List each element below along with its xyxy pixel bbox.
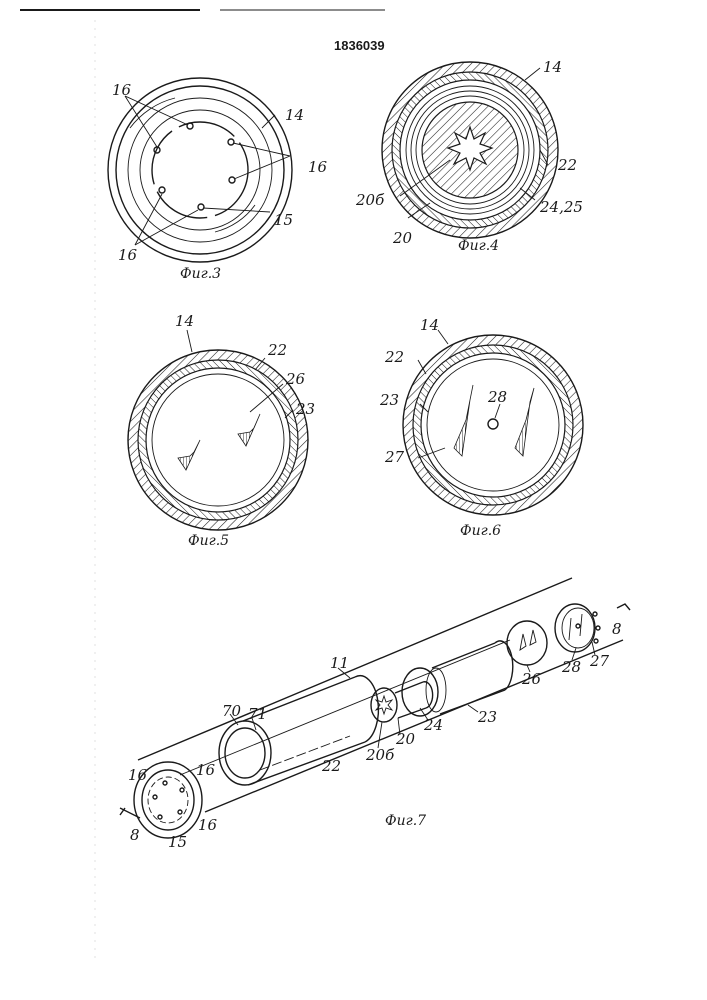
fig7-label-23: 23	[477, 708, 497, 726]
fig3-label-14: 14	[285, 106, 304, 124]
fig4-caption: Фиг.4	[458, 238, 499, 254]
figure-5: 14 22 26 23 Фиг.5	[128, 312, 315, 549]
fig7-label-15: 15	[168, 833, 187, 851]
fig3-label-16-bottom: 16	[118, 246, 138, 264]
fig6-caption: Фиг.6	[460, 523, 501, 539]
fig4-label-24-25: 24,25	[539, 198, 583, 216]
fig7-label-11: 11	[330, 654, 349, 672]
fig4-label-20b: 20б	[355, 191, 385, 209]
fig7-label-71: 71	[248, 705, 267, 723]
figure-3: 16 14 16 15 16 Фиг.3	[108, 78, 328, 282]
figure-4: 14 22 20б 24,25 20 Фиг.4	[355, 58, 583, 254]
fig6-label-22: 22	[384, 348, 404, 366]
fig5-label-22: 22	[267, 341, 287, 359]
fig4-label-14: 14	[543, 58, 562, 76]
figure-6: 14 22 23 28 27 Фиг.6	[379, 316, 583, 539]
fig7-label-22: 22	[321, 757, 341, 775]
fig7-label-20b: 20б	[365, 746, 395, 764]
fig7-label-27: 27	[589, 652, 610, 670]
fig7-label-16-c: 16	[198, 816, 218, 834]
star-icon	[448, 127, 492, 170]
fig7-caption: Фиг.7	[385, 813, 426, 829]
fig4-label-22: 22	[557, 156, 577, 174]
fig6-label-23: 23	[379, 391, 399, 409]
fig6-label-14: 14	[420, 316, 439, 334]
fig7-label-20: 20	[395, 730, 416, 748]
fig7-label-28: 28	[561, 658, 581, 676]
fig6-label-28: 28	[487, 388, 507, 406]
fig5-caption: Фиг.5	[188, 533, 229, 549]
patent-number: 1836039	[334, 38, 385, 53]
fig3-label-15: 15	[274, 211, 293, 229]
fig3-label-16-right: 16	[308, 158, 328, 176]
figure-7: 11 70 71 22 20б 20 24 23 26 28 27 8 8 16…	[120, 578, 630, 851]
fig7-section-mark-right: 8	[612, 620, 622, 638]
fig6-label-27: 27	[384, 448, 405, 466]
fig7-label-16-b: 16	[196, 761, 216, 779]
fig7-label-26: 26	[521, 670, 542, 688]
fig7-label-16-a: 16	[128, 766, 148, 784]
fig5-label-26: 26	[285, 370, 306, 388]
fig5-label-14: 14	[175, 312, 194, 330]
fig7-leader-lines	[230, 642, 595, 772]
fig3-label-16-top: 16	[112, 81, 132, 99]
fig3-caption: Фиг.3	[180, 266, 221, 282]
fig7-section-mark-left: 8	[130, 826, 140, 844]
fig5-label-23: 23	[295, 400, 315, 418]
fig7-label-70: 70	[222, 702, 242, 720]
fig7-label-24: 24	[423, 716, 443, 734]
fig4-label-20: 20	[392, 229, 413, 247]
